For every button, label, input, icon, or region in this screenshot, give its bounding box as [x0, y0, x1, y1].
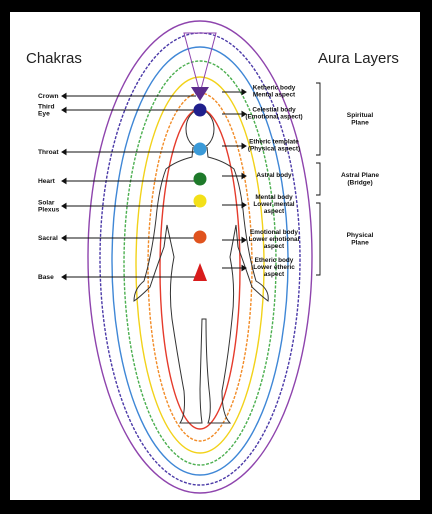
aura-outline — [111, 46, 289, 476]
chakra-dot — [193, 172, 207, 186]
chakra-dots — [191, 87, 209, 281]
arrow-head — [241, 88, 247, 96]
arrow-head — [61, 106, 67, 114]
aura-outlines — [87, 20, 313, 494]
body-outline — [133, 146, 269, 424]
arrow-head — [61, 273, 67, 281]
aura-layer-label: Celestial body — [252, 106, 296, 113]
arrow-head — [241, 201, 247, 209]
arrow-head — [61, 92, 67, 100]
chakra-dot — [193, 142, 207, 156]
plane-label: (Bridge) — [347, 179, 372, 186]
arrow-head — [61, 177, 67, 185]
chakra-dot — [191, 87, 209, 101]
arrow-head — [61, 148, 67, 156]
aura-layer-label: (Physical aspect) — [248, 146, 300, 153]
plane-bracket — [316, 202, 321, 276]
aura-outline — [123, 60, 277, 466]
crown-cone — [183, 32, 217, 95]
arrow-head — [241, 110, 247, 118]
pointer-lines — [61, 88, 247, 281]
plane-bracket — [316, 162, 321, 196]
arrow-head — [241, 264, 247, 272]
chakra-dot — [193, 103, 207, 117]
plane-label: Astral Plane — [341, 172, 379, 179]
plane-brackets — [316, 82, 321, 276]
chakra-label: Sacral — [38, 235, 58, 242]
aura-layer-label: Lower mental — [253, 201, 294, 208]
aura-layer-label: Mental body — [255, 194, 293, 201]
aura-layers-title: Aura Layers — [318, 50, 399, 67]
aura-layer-label: Emotional body — [250, 229, 298, 236]
aura-layer-label: aspect — [264, 208, 285, 215]
aura-layer-label: (Emotional aspect) — [245, 114, 302, 121]
aura-outline — [87, 20, 313, 494]
aura-layer-label: Ketheric body — [253, 84, 296, 91]
chakra-label: Eye — [38, 111, 50, 118]
plane-label: Plane — [351, 119, 369, 126]
chakra-dot — [193, 194, 207, 208]
aura-layer-label: Etheric body — [255, 257, 294, 264]
chakra-label: Heart — [38, 178, 56, 185]
aura-layer-label: aspect — [264, 271, 285, 278]
chakra-label: Third — [38, 104, 54, 111]
arrow-head — [241, 142, 247, 150]
aura-layer-label: aspect — [264, 243, 285, 250]
arrow-head — [61, 234, 67, 242]
aura-layer-label: Mental aspect — [253, 92, 296, 99]
aura-layer-label: Astral body — [256, 172, 292, 179]
chakra-dot — [193, 230, 207, 244]
chakra-label: Plexus — [38, 207, 60, 214]
arrow-head — [241, 172, 247, 180]
plane-label: Physical — [347, 232, 374, 239]
chakras-title: Chakras — [26, 50, 82, 67]
chakra-label: Solar — [38, 200, 55, 207]
chakra-aura-diagram: Chakras Aura Layers CrownThirdEyeThroatH… — [26, 20, 399, 494]
chakra-dot — [193, 263, 207, 281]
aura-outline — [135, 76, 265, 454]
chakra-label: Base — [38, 274, 54, 281]
arrow-head — [241, 236, 247, 244]
aura-layer-label: Etheric template — [249, 138, 299, 145]
arrow-head — [61, 202, 67, 210]
chakra-labels: CrownThirdEyeThroatHeartSolarPlexusSacra… — [38, 93, 60, 281]
chakra-label: Crown — [38, 93, 59, 100]
plane-bracket — [316, 82, 321, 156]
aura-layer-label: Lower emotional — [249, 236, 300, 243]
aura-layer-label: Lower etheric — [253, 264, 295, 271]
plane-label: Spiritual — [347, 112, 374, 119]
plane-label: Plane — [351, 239, 369, 246]
chakra-label: Throat — [38, 149, 59, 156]
